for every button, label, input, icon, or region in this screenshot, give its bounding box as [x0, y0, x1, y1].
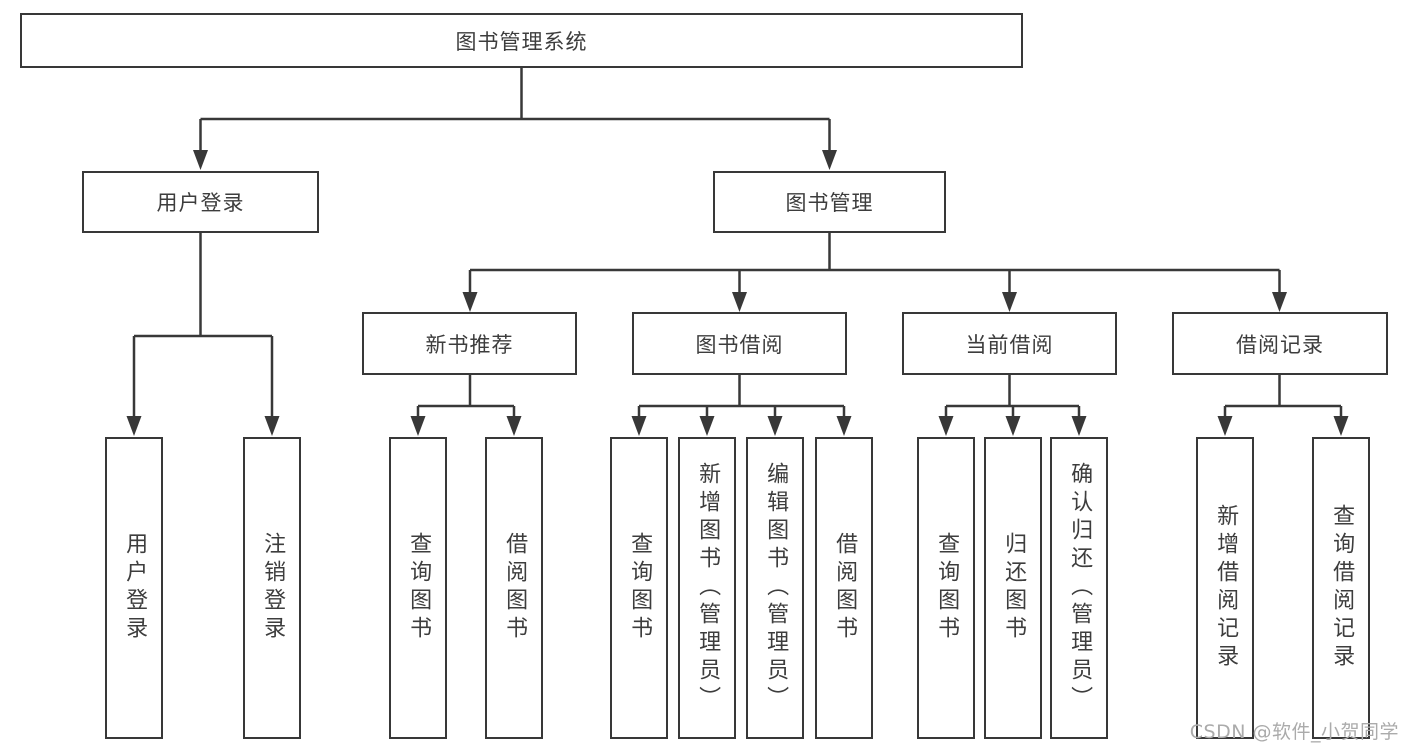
leaf-recommend-query-books-label: 查询图书 — [406, 532, 432, 644]
leaf-logout-label: 注销登录 — [260, 532, 286, 644]
leaf-current-return-books: 归还图书 — [984, 437, 1042, 739]
arrowheads — [126, 150, 1349, 436]
leaf-current-confirm-return-admin-label: 确认归还（管理员） — [1067, 462, 1093, 714]
arrow-group1 — [462, 292, 478, 312]
leaf-borrow-edit-books-admin: 编辑图书（管理员） — [746, 437, 804, 739]
arrow-group3 — [1002, 292, 1017, 312]
leaf-current-return-books-label: 归还图书 — [1001, 532, 1027, 644]
leaf-recommend-query-books: 查询图书 — [389, 437, 447, 739]
leaf-borrow-query-books: 查询图书 — [610, 437, 668, 739]
arrow-leaf-11 — [1071, 416, 1087, 436]
node-borrow-records-label: 借阅记录 — [1236, 332, 1324, 357]
edge-group1-split — [416, 375, 516, 422]
node-new-book-recommend: 新书推荐 — [362, 312, 577, 375]
leaf-current-confirm-return-admin: 确认归还（管理员） — [1050, 437, 1108, 739]
leaf-records-add-record-label: 新增借阅记录 — [1213, 504, 1239, 672]
leaf-borrow-borrow-books-label: 借阅图书 — [832, 532, 858, 644]
arrow-leaf-4 — [506, 416, 522, 436]
leaf-records-query-record: 查询借阅记录 — [1312, 437, 1370, 739]
node-root: 图书管理系统 — [20, 13, 1023, 68]
leaf-borrow-query-books-label: 查询图书 — [627, 532, 653, 644]
arrow-leaf-2 — [264, 416, 280, 436]
arrow-leaf-8 — [836, 416, 852, 436]
arrow-group2 — [732, 292, 747, 312]
node-borrow-records: 借阅记录 — [1172, 312, 1388, 375]
leaf-current-query-books-label: 查询图书 — [934, 532, 960, 644]
arrow-group4 — [1272, 292, 1287, 312]
watermark-text: CSDN @软件_小贺同学 — [1189, 721, 1399, 743]
node-user-login-branch: 用户登录 — [82, 171, 319, 233]
arrow-leaf-5 — [631, 416, 647, 436]
leaf-borrow-edit-books-admin-label: 编辑图书（管理员） — [763, 462, 789, 714]
leaf-borrow-borrow-books: 借阅图书 — [815, 437, 873, 739]
node-user-login-branch-label: 用户登录 — [156, 191, 245, 215]
leaf-recommend-borrow-books: 借阅图书 — [485, 437, 543, 739]
edge-book-split — [468, 233, 1281, 298]
leaf-recommend-borrow-books-label: 借阅图书 — [502, 532, 528, 644]
node-book-borrow: 图书借阅 — [632, 312, 847, 375]
node-current-borrow: 当前借阅 — [902, 312, 1117, 375]
arrow-leaf-1 — [126, 416, 142, 436]
arrow-leaf-12 — [1217, 416, 1233, 436]
leaf-records-query-record-label: 查询借阅记录 — [1329, 504, 1355, 672]
leaf-user-login: 用户登录 — [105, 437, 163, 739]
node-book-borrow-label: 图书借阅 — [695, 332, 784, 357]
leaf-logout: 注销登录 — [243, 437, 301, 739]
arrow-user-branch — [193, 150, 208, 170]
node-book-management: 图书管理 — [713, 171, 946, 233]
node-book-management-label: 图书管理 — [785, 191, 874, 215]
node-current-borrow-label: 当前借阅 — [965, 332, 1054, 357]
leaf-records-add-record: 新增借阅记录 — [1196, 437, 1254, 739]
edge-group4-split — [1223, 375, 1343, 422]
arrow-book-branch — [822, 150, 837, 170]
arrow-leaf-7 — [767, 416, 783, 436]
arrow-leaf-10 — [1005, 416, 1021, 436]
leaf-user-login-label: 用户登录 — [122, 532, 148, 644]
edge-user-split — [132, 233, 274, 422]
leaf-borrow-add-books-admin: 新增图书（管理员） — [678, 437, 736, 739]
edge-group2-split — [637, 375, 846, 422]
node-root-label: 图书管理系统 — [455, 29, 588, 54]
arrow-leaf-13 — [1333, 416, 1349, 436]
edge-root-split — [199, 68, 831, 156]
node-new-book-recommend-label: 新书推荐 — [425, 332, 514, 357]
edge-group3-split — [944, 375, 1081, 422]
arrow-leaf-9 — [938, 416, 954, 436]
arrow-leaf-6 — [699, 416, 715, 436]
arrow-leaf-3 — [410, 416, 426, 436]
leaf-borrow-add-books-admin-label: 新增图书（管理员） — [695, 462, 721, 714]
leaf-current-query-books: 查询图书 — [917, 437, 975, 739]
